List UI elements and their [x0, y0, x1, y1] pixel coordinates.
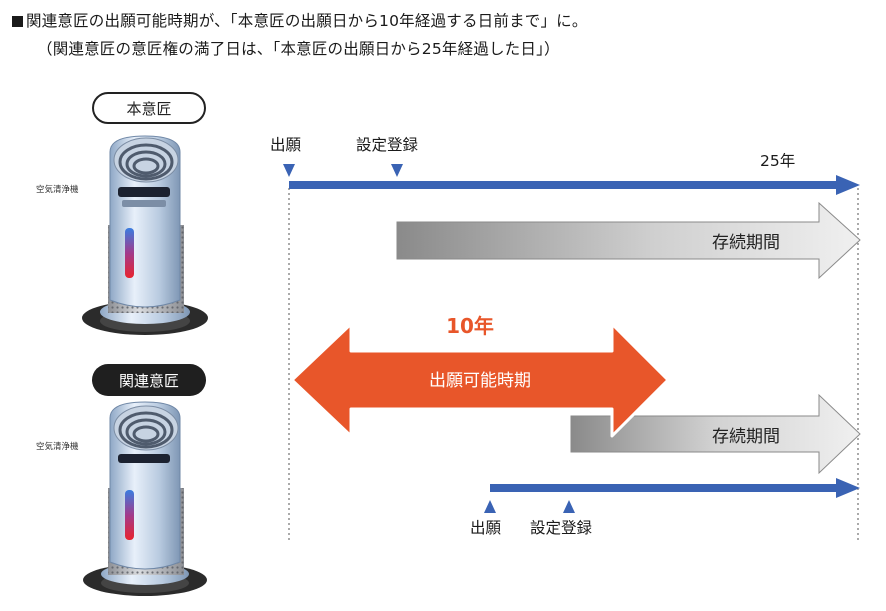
related-duration-label: 存続期間 [712, 427, 780, 447]
window-years-label: 10年 [446, 314, 494, 338]
main-filing-label: 出願 [270, 136, 302, 154]
related-registration-label: 設定登録 [530, 519, 593, 537]
related-design-label: 関連意匠 [92, 364, 206, 396]
main-registration-label: 設定登録 [356, 136, 419, 154]
square-bullet-icon [12, 16, 23, 27]
air-purifier-illustration-main [82, 135, 208, 335]
related-filing-label: 出願 [470, 519, 502, 537]
main-registration-marker [391, 164, 403, 177]
filing-window-label: 出願可能時期 [429, 371, 531, 391]
air-purifier-illustration-related [83, 401, 207, 596]
main-filing-marker [283, 164, 295, 177]
main-duration-arrow: 存続期間 [396, 201, 861, 280]
related-filing-marker [484, 500, 496, 513]
filing-window-arrow: 出願可能時期 [290, 322, 670, 438]
main-product-label: 空気清浄機 [36, 185, 79, 195]
main-duration-label: 存続期間 [712, 233, 780, 253]
main-timeline-arrow [289, 175, 860, 195]
header-line-2: （関連意匠の意匠権の満了日は、「本意匠の出願日から25年経過した日」） [37, 40, 560, 58]
header-line-1: 関連意匠の出願可能時期が、「本意匠の出願日から10年経過する日前まで」に。 [12, 9, 588, 31]
header-line-1-text: 関連意匠の出願可能時期が、「本意匠の出願日から10年経過する日前まで」に。 [26, 12, 588, 30]
related-timeline-arrow [490, 478, 860, 498]
related-registration-marker [563, 500, 575, 513]
term-end-label: 25年 [760, 152, 795, 170]
main-design-label: 本意匠 [92, 92, 206, 124]
related-duration-arrow: 存続期間 [570, 393, 861, 475]
related-product-label: 空気清浄機 [36, 442, 79, 452]
